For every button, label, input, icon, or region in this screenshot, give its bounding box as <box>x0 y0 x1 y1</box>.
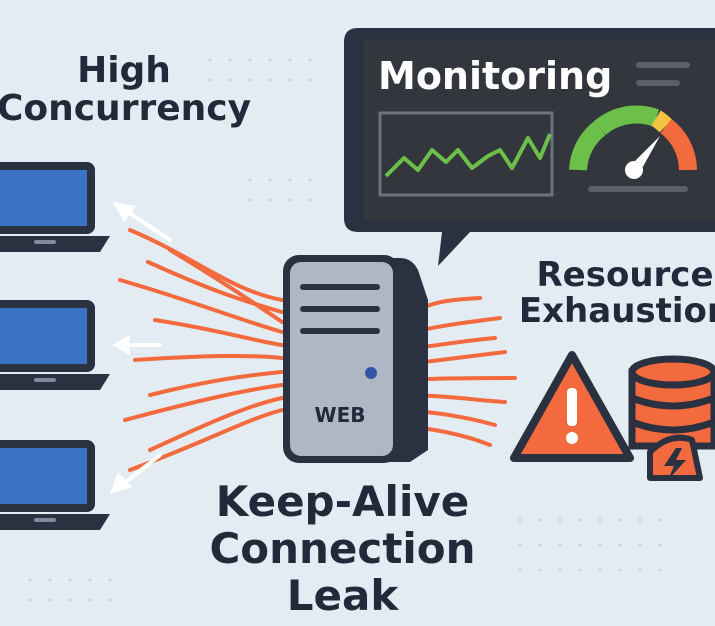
laptop-icon-bottom <box>0 440 110 530</box>
resource-exhaustion-label: Resource Exhaustion <box>518 255 715 331</box>
line-chart-icon <box>384 133 552 178</box>
connection-lines-left <box>118 228 284 472</box>
monitoring-title: Monitoring <box>378 54 613 98</box>
dot-grid <box>28 58 662 602</box>
database-icon <box>628 355 715 481</box>
keep-alive-label: Keep-Alive Connection Leak <box>209 477 476 621</box>
connection-lines-right <box>398 296 517 447</box>
web-server-icon <box>283 255 428 463</box>
gauge-icon <box>569 105 697 179</box>
laptop-icon-top <box>0 162 110 252</box>
server-label: WEB <box>314 403 366 427</box>
laptop-icon-middle <box>0 300 110 390</box>
high-concurrency-label: High Concurrency <box>0 50 252 129</box>
arrow-icons <box>110 202 172 494</box>
warning-icon <box>510 351 634 462</box>
monitoring-panel <box>344 28 715 266</box>
